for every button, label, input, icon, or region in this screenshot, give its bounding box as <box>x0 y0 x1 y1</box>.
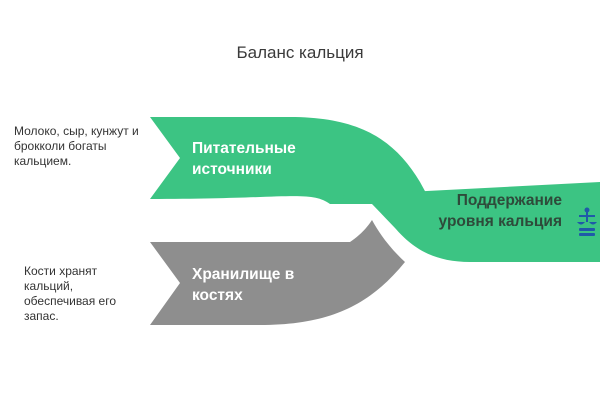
scale-icon <box>577 207 597 236</box>
flow-band-nutrition <box>150 117 432 204</box>
label-nutrition: Питательные источники <box>192 140 296 178</box>
flow-band-bones <box>150 220 405 325</box>
note-bones: Кости хранят кальций, обеспечивая его за… <box>24 264 117 323</box>
note-nutrition: Молоко, сыр, кунжут и брокколи богаты ка… <box>14 124 139 168</box>
label-bones: Хранилище в костях <box>192 266 295 304</box>
label-target: Поддержание уровня кальция <box>438 192 562 230</box>
diagram-title: Баланс кальция <box>236 43 364 62</box>
flow-band-target <box>330 182 600 262</box>
